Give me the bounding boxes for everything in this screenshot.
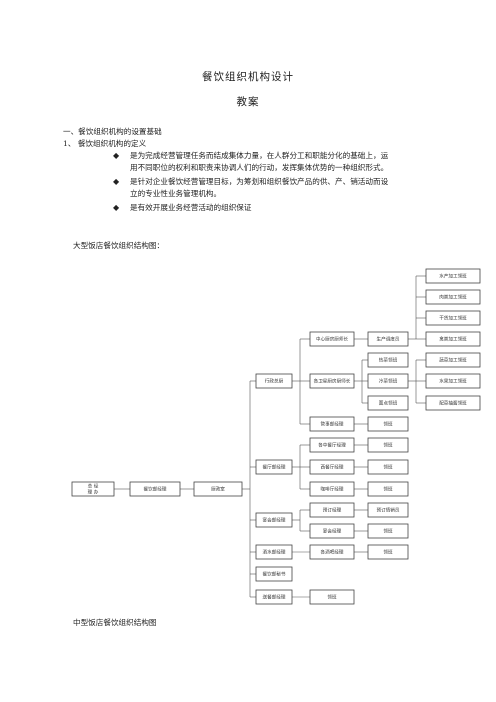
org-node-chinese-foreman-label: 领班 xyxy=(383,442,393,449)
org-node-booking-staff-label: 预订情销员 xyxy=(377,507,400,514)
org-node-admin-chef-label: 行政总厨 xyxy=(265,378,284,385)
org-node-banquet-manager-label: 宴会经理 xyxy=(323,528,342,535)
org-node-bars-label: 各酒吧经理 xyxy=(321,549,344,556)
org-node-fruit-label: 水果加工领班 xyxy=(439,378,467,385)
org-node-bar-foreman: 领班 xyxy=(367,544,409,560)
org-node-restaurant-mgr-label: 餐厅部经理 xyxy=(263,464,286,471)
org-node-pastry: 面点领班 xyxy=(367,395,409,411)
bullet-icon: ◆ xyxy=(113,177,120,186)
org-node-coffee-label: 咖啡厅经理 xyxy=(321,486,344,493)
org-node-steward-foreman: 领班 xyxy=(367,416,409,432)
org-node-secretary-label: 餐饮部秘书 xyxy=(263,571,286,578)
org-node-bar-mgr: 酒水部经理 xyxy=(255,544,293,560)
org-node-chinese-rest-label: 各中餐厅经理 xyxy=(318,442,346,449)
document-subtitle: 教案 xyxy=(236,96,260,108)
org-node-western-rest-label: 西餐厅经理 xyxy=(321,464,344,471)
org-node-pastry-label: 面点领班 xyxy=(379,400,398,407)
org-node-veg: 蔬菜加工领班 xyxy=(425,352,481,368)
org-node-root-line-2: 理 办 xyxy=(88,489,99,496)
org-node-secretary: 餐饮部秘书 xyxy=(255,566,293,582)
org-node-chinese-foreman: 领班 xyxy=(367,437,409,453)
org-node-bar-foreman-label: 领班 xyxy=(383,549,393,556)
org-node-aquatic-label: 水产加工领班 xyxy=(439,273,467,280)
org-node-steward-foreman-label: 领班 xyxy=(383,421,393,428)
bullet-1-line-1: 是为完成经营管理任务而结成集体力量，在人群分工和职能分化的基础上，运 xyxy=(130,151,389,160)
org-node-room-service: 送餐部经理 xyxy=(255,589,293,605)
org-node-hot-kitchen: 热菜领班 xyxy=(367,352,409,368)
document-title: 餐饮组织机构设计 xyxy=(202,71,294,83)
org-node-admin-chef: 行政总厨 xyxy=(255,373,293,389)
medium-hotel-caption: 中型饭店餐饮组织结构图 xyxy=(73,618,157,627)
org-node-banquet-mgr: 宴会部经理 xyxy=(255,512,293,528)
org-node-aquatic: 水产加工领班 xyxy=(425,268,481,284)
section-heading: 一、餐饮组织机构的设置基础 xyxy=(63,127,162,136)
org-node-sauce-label: 配菜抽酱领班 xyxy=(439,400,467,407)
org-node-room-service-label: 送餐部经理 xyxy=(263,594,286,601)
org-node-fruit: 水果加工领班 xyxy=(425,373,481,389)
org-node-sauce: 配菜抽酱领班 xyxy=(425,395,481,411)
org-node-chinese-rest: 各中餐厅经理 xyxy=(309,437,355,453)
org-node-branch-chef-label: 各卫星厨房厨师长 xyxy=(314,378,351,385)
org-node-root: 总 经 理 办 xyxy=(71,481,115,497)
bullet-2-line-2: 立的专业性业务管理机构。 xyxy=(130,189,222,198)
bullet-1-line-2: 用不同职位的权利和职责来协调人们的行动，发挥集体优势的一种组织形式。 xyxy=(130,163,389,172)
org-node-coffee: 咖啡厅经理 xyxy=(309,481,355,497)
org-node-banquet-mgr-label: 宴会部经理 xyxy=(263,517,286,524)
bullet-3-line-1: 是有效开展业务经营活动的组织保证 xyxy=(130,203,252,212)
org-node-room-service-foreman: 领班 xyxy=(309,589,355,605)
org-node-meat-label: 肉类加工领班 xyxy=(439,294,467,301)
bullet-icon: ◆ xyxy=(113,151,120,160)
org-node-kitchen-office-label: 厨政室 xyxy=(211,486,225,493)
org-node-hot-kitchen-label: 热菜领班 xyxy=(379,357,398,364)
org-node-cold-kitchen-label: 冷菜领班 xyxy=(379,378,398,385)
org-node-veg-label: 蔬菜加工领班 xyxy=(439,357,467,364)
bullet-2-line-1: 是针对企业餐饮经营管理目标，为筹划和组织餐饮产品的供、产、销活动而设 xyxy=(130,177,389,186)
org-node-banquet-foreman-label: 领班 xyxy=(383,528,393,535)
org-node-central-chef: 中心厨房厨师长 xyxy=(309,331,355,347)
org-node-booking-staff: 预订情销员 xyxy=(367,502,409,518)
org-node-central-chef-label: 中心厨房厨师长 xyxy=(316,336,349,343)
org-node-restaurant-mgr: 餐厅部经理 xyxy=(255,459,293,475)
org-node-booking-label: 预订经理 xyxy=(323,507,342,514)
org-node-banquet-foreman: 领班 xyxy=(367,523,409,539)
large-hotel-caption: 大型饭店餐饮组织结构图： xyxy=(73,241,165,250)
org-node-dry-goods: 干货加工领班 xyxy=(425,310,481,326)
org-node-kitchen-office: 厨政室 xyxy=(193,481,243,497)
org-node-poultry: 禽类加工领班 xyxy=(425,331,481,347)
org-node-western-rest: 西餐厅经理 xyxy=(309,459,355,475)
org-chart-connectors xyxy=(114,275,426,598)
org-node-dry-goods-label: 干货加工领班 xyxy=(439,315,467,322)
org-node-coffee-foreman: 领班 xyxy=(367,481,409,497)
org-node-ceo-label: 餐饮部经理 xyxy=(144,486,167,493)
org-node-ceo: 餐饮部经理 xyxy=(129,481,181,497)
item-heading: 1、 餐饮组织机构的定义 xyxy=(63,139,147,148)
org-node-poultry-label: 禽类加工领班 xyxy=(439,336,467,343)
org-node-banquet-manager: 宴会经理 xyxy=(309,523,355,539)
org-node-bars: 各酒吧经理 xyxy=(309,544,355,560)
org-node-branch-chef: 各卫星厨房厨师长 xyxy=(309,373,355,389)
org-node-western-foreman: 领班 xyxy=(367,459,409,475)
org-node-meat: 肉类加工领班 xyxy=(425,289,481,305)
org-node-western-foreman-label: 领班 xyxy=(383,464,393,471)
org-node-steward-label: 管事部经理 xyxy=(321,421,344,428)
org-node-coffee-foreman-label: 领班 xyxy=(383,486,393,493)
org-node-booking: 预订经理 xyxy=(309,502,355,518)
org-node-steward: 管事部经理 xyxy=(309,416,355,432)
bullet-icon: ◆ xyxy=(113,203,120,212)
org-node-prod-planner-label: 生产调度员 xyxy=(377,336,400,343)
org-node-prod-planner: 生产调度员 xyxy=(367,331,409,347)
org-node-bar-mgr-label: 酒水部经理 xyxy=(263,549,286,556)
org-node-root-line-1: 总 经 xyxy=(88,483,99,490)
org-node-cold-kitchen: 冷菜领班 xyxy=(367,373,409,389)
org-node-room-service-foreman-label: 领班 xyxy=(327,594,337,601)
